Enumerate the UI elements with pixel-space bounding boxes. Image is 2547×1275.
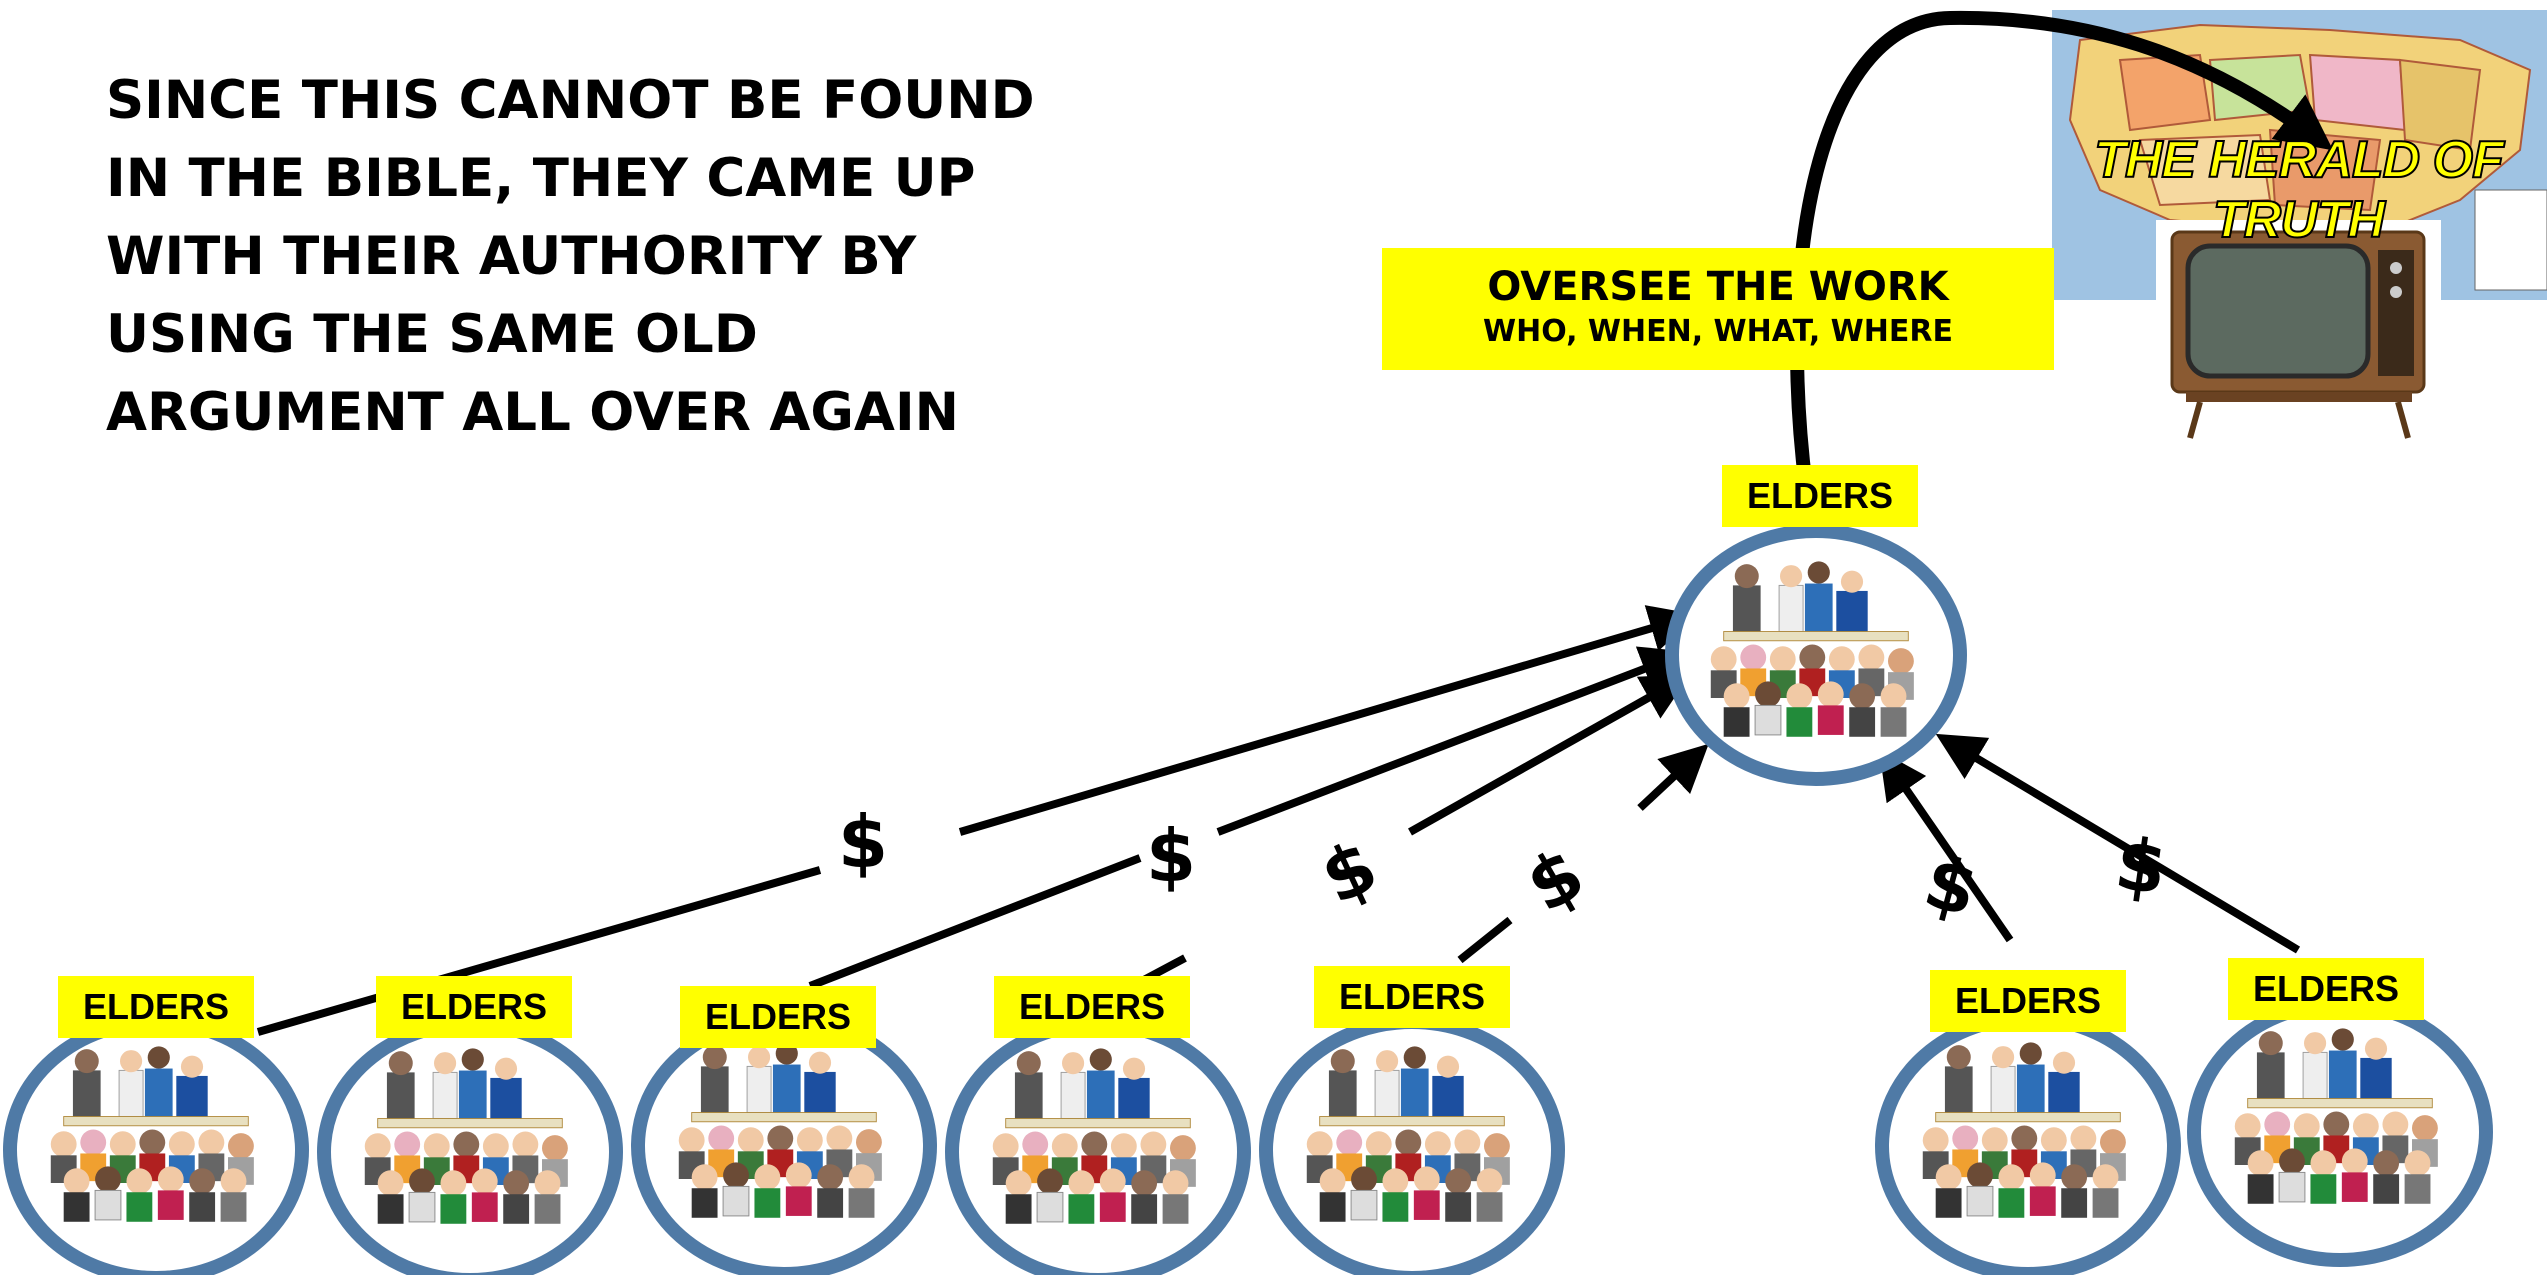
oversee-subtitle: WHO, WHEN, WHAT, WHERE xyxy=(1483,314,1953,349)
congregation-elders-label: ELDERS xyxy=(2228,958,2424,1020)
contribution-arrows xyxy=(256,605,2301,1036)
congregation-elders-label: ELDERS xyxy=(994,976,1190,1038)
congregation-circles xyxy=(3,997,2493,1275)
congregation-elders-label: ELDERS xyxy=(58,976,254,1038)
oversee-title: OVERSEE THE WORK xyxy=(1487,264,1949,310)
dollar-sign: $ xyxy=(838,800,889,884)
central-congregation xyxy=(1665,524,1967,786)
congregation-elders-label: ELDERS xyxy=(1314,966,1510,1028)
oversee-work-box: OVERSEE THE WORK WHO, WHEN, WHAT, WHERE xyxy=(1382,248,2054,370)
dollar-sign: $ xyxy=(1146,814,1197,898)
congregation-elders-label: ELDERS xyxy=(680,986,876,1048)
congregation-elders-label: ELDERS xyxy=(1930,970,2126,1032)
headline-text: SINCE THIS CANNOT BE FOUND IN THE BIBLE,… xyxy=(106,70,1035,443)
herald-of-truth-title: THE HERALD OF TRUTH xyxy=(2093,130,2505,250)
central-elders-label: ELDERS xyxy=(1722,465,1918,527)
congregation-elders-label: ELDERS xyxy=(376,976,572,1038)
television-image xyxy=(2156,220,2441,440)
